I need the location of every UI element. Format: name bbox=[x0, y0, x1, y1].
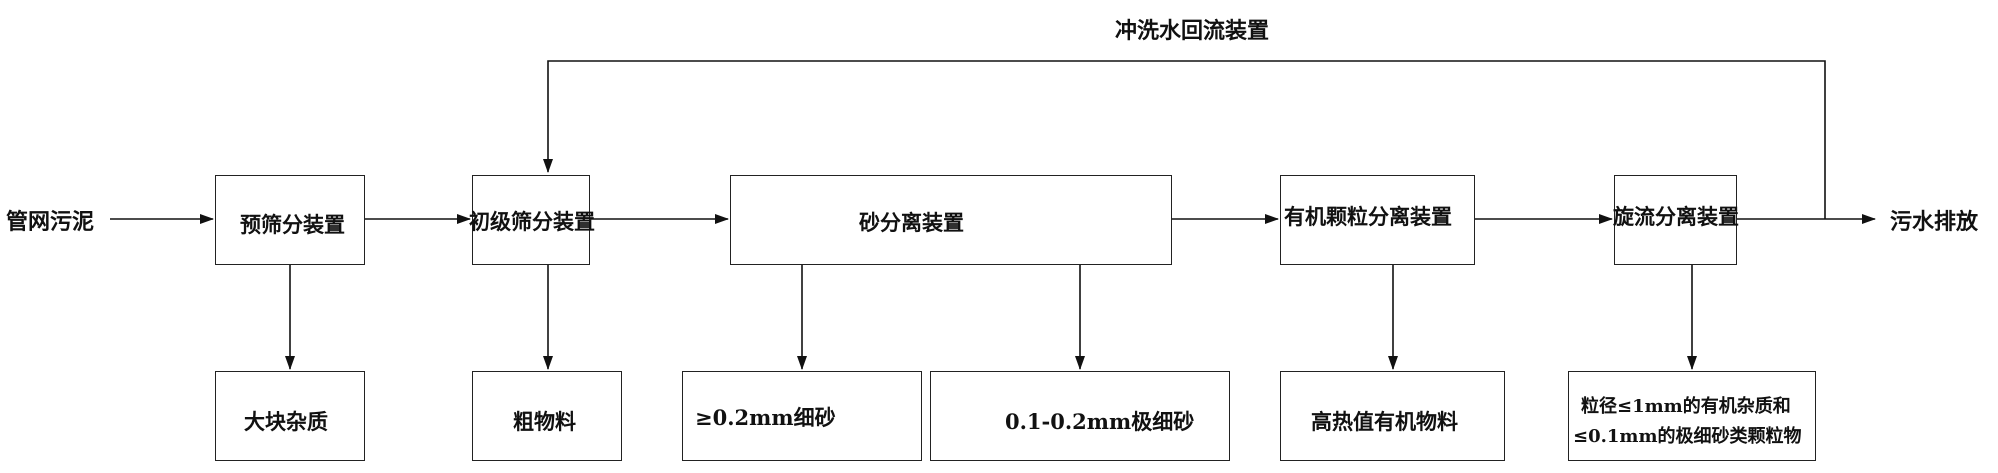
high-calorific-box: 高热值有机物料 bbox=[1280, 371, 1505, 461]
output-label: 污水排放 bbox=[1890, 209, 1979, 235]
coarse-material-box: 粗物料 bbox=[472, 371, 622, 461]
high-calorific-label: 高热值有机物料 bbox=[1311, 409, 1458, 434]
very-fine-sand-box: 0.1-0.2mm极细砂 bbox=[930, 371, 1230, 461]
large-debris-box: 大块杂质 bbox=[215, 371, 365, 461]
residual-particles-box: 粒径≤1mm的有机杂质和 ≤0.1mm的极细砂类颗粒物 bbox=[1568, 371, 1816, 461]
pre-screen-label: 预筛分装置 bbox=[240, 212, 345, 237]
fine-sand-label: ≥0.2mm细砂 bbox=[695, 405, 836, 430]
sand-separation-label: 砂分离装置 bbox=[859, 210, 964, 235]
very-fine-sand-label: 0.1-0.2mm极细砂 bbox=[1005, 409, 1195, 434]
cyclone-separation-box: 旋流分离装置 bbox=[1613, 175, 1739, 265]
primary-screen-box: 初级筛分装置 bbox=[469, 175, 595, 265]
cyclone-separation-label: 旋流分离装置 bbox=[1613, 204, 1739, 229]
residual-line2-label: ≤0.1mm的极细砂类颗粒物 bbox=[1573, 426, 1802, 447]
recirculation-loop-line bbox=[543, 60, 1826, 219]
organic-separation-box: 有机颗粒分离装置 bbox=[1280, 175, 1475, 265]
large-debris-label: 大块杂质 bbox=[244, 409, 328, 434]
primary-screen-label: 初级筛分装置 bbox=[469, 209, 595, 234]
organic-separation-label: 有机颗粒分离装置 bbox=[1284, 204, 1452, 229]
loop-label: 冲洗水回流装置 bbox=[1115, 18, 1270, 44]
sand-separation-box: 砂分离装置 bbox=[730, 175, 1172, 265]
residual-line1-label: 粒径≤1mm的有机杂质和 bbox=[1581, 396, 1791, 417]
fine-sand-box: ≥0.2mm细砂 bbox=[682, 371, 922, 461]
pre-screen-box: 预筛分装置 bbox=[215, 175, 365, 265]
input-label: 管网污泥 bbox=[6, 209, 95, 235]
coarse-material-label: 粗物料 bbox=[513, 409, 576, 434]
